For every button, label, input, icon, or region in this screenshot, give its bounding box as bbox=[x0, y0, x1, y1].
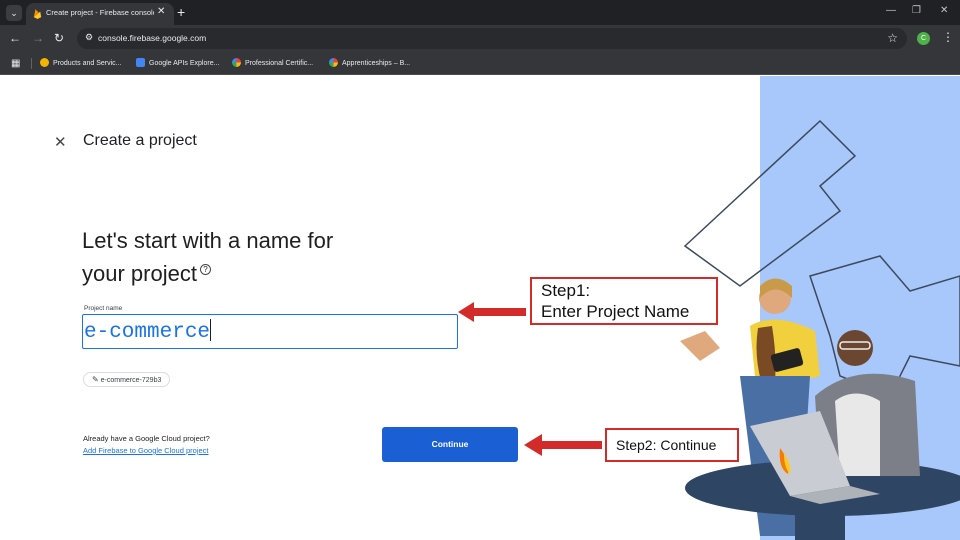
bookmark-favicon-icon bbox=[136, 58, 145, 67]
bookmark-apprenticeships[interactable]: Apprenticeships – B... bbox=[329, 58, 410, 70]
edit-pencil-icon: ✎ bbox=[92, 375, 99, 384]
window-close-icon[interactable]: ✕ bbox=[940, 5, 949, 16]
reload-icon[interactable]: ↻ bbox=[54, 31, 65, 45]
firebase-favicon-icon bbox=[33, 8, 42, 19]
page-heading: Let's start with a name for your project… bbox=[82, 224, 402, 290]
bookmarks-bar: ▦ Products and Servic... Google APIs Exp… bbox=[0, 52, 960, 75]
restore-icon[interactable]: ❐ bbox=[912, 5, 921, 16]
close-icon[interactable]: ✕ bbox=[54, 134, 67, 151]
bookmark-products[interactable]: Products and Servic... bbox=[40, 58, 121, 70]
firebase-create-project-page: ✕ Create a project Let's start with a na… bbox=[0, 76, 960, 540]
bookmark-star-icon[interactable]: ☆ bbox=[887, 31, 898, 45]
site-info-icon[interactable]: ⚙ bbox=[85, 32, 94, 42]
bookmark-favicon-icon bbox=[40, 58, 49, 67]
text-caret bbox=[210, 319, 212, 341]
project-name-label: Project name bbox=[84, 305, 123, 312]
tab-close-icon[interactable]: ✕ bbox=[157, 6, 166, 17]
forward-arrow-icon[interactable]: → bbox=[32, 31, 44, 45]
project-id-chip[interactable]: ✎ e-commerce-729b3 bbox=[83, 372, 171, 387]
continue-button[interactable]: Continue bbox=[382, 427, 518, 462]
tab-title: Create project - Firebase console bbox=[46, 8, 154, 17]
apps-grid-icon[interactable]: ▦ bbox=[11, 58, 21, 69]
new-tab-button[interactable]: + bbox=[177, 4, 186, 20]
google-g-icon bbox=[329, 58, 338, 67]
add-firebase-to-gcp-link[interactable]: Add Firebase to Google Cloud project bbox=[83, 446, 209, 455]
step1-annotation: Step1: Enter Project Name bbox=[530, 277, 718, 325]
project-name-input[interactable]: e-commerce bbox=[82, 314, 458, 349]
step2-annotation: Step2: Continue bbox=[605, 428, 739, 462]
tab-search-chevron-icon[interactable]: ⌄ bbox=[6, 5, 22, 21]
url-text[interactable]: console.firebase.google.com bbox=[98, 33, 207, 43]
bookmark-professional-cert[interactable]: Professional Certific... bbox=[232, 58, 313, 70]
browser-tab-strip: ⌄ Create project - Firebase console ✕ + … bbox=[0, 0, 960, 25]
minimize-icon[interactable]: — bbox=[886, 5, 896, 16]
step1-arrow-icon bbox=[458, 302, 526, 322]
step1-title: Step1: bbox=[541, 281, 591, 300]
heading-line-1: Let's start with a name for bbox=[82, 228, 334, 253]
heading-line-2: your project bbox=[82, 261, 197, 286]
back-arrow-icon[interactable]: ← bbox=[9, 31, 21, 45]
already-have-project-text: Already have a Google Cloud project? bbox=[83, 434, 210, 443]
step1-description: Enter Project Name bbox=[541, 302, 690, 321]
project-id-text: e-commerce-729b3 bbox=[100, 377, 162, 384]
google-g-icon bbox=[232, 58, 241, 67]
bookmarks-divider bbox=[31, 58, 32, 69]
illustration-panel bbox=[680, 76, 960, 540]
address-bar[interactable]: ⚙ console.firebase.google.com ☆ bbox=[77, 28, 907, 49]
bookmark-google-apis[interactable]: Google APIs Explore... bbox=[136, 58, 219, 70]
browser-menu-icon[interactable]: ⋮ bbox=[942, 30, 954, 44]
project-name-value: e-commerce bbox=[84, 321, 211, 344]
step2-arrow-icon bbox=[524, 434, 602, 456]
page-title: Create a project bbox=[83, 132, 197, 149]
profile-avatar[interactable]: C bbox=[917, 32, 930, 45]
browser-tab[interactable]: Create project - Firebase console ✕ bbox=[26, 3, 174, 25]
browser-toolbar: ← → ↻ ⚙ console.firebase.google.com ☆ C … bbox=[0, 25, 960, 52]
help-icon[interactable]: ? bbox=[199, 264, 211, 275]
